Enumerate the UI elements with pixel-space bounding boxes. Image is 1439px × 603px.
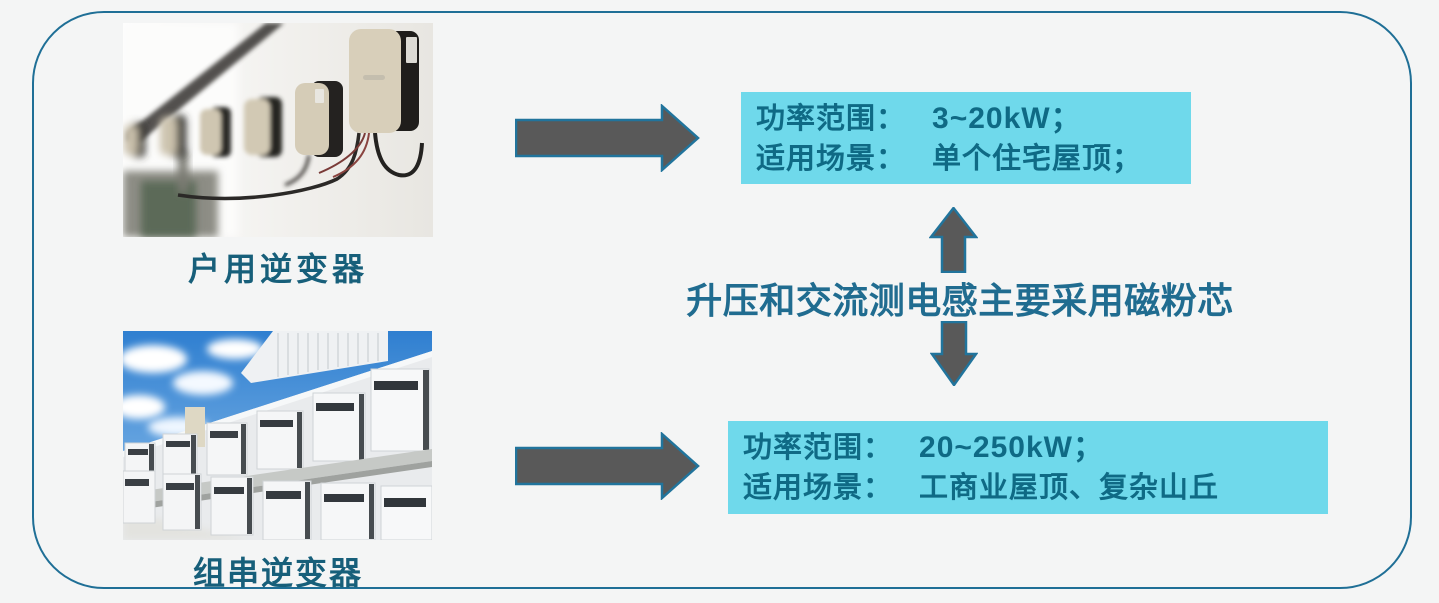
string-inverter-callout: 功率范围： 20~250kW； 适用场景： 工商业屋顶、复杂山丘 [728, 421, 1328, 514]
center-note: 升压和交流测电感主要采用磁粉芯 [686, 281, 1234, 321]
scenario-value: 单个住宅屋顶； [932, 143, 1143, 175]
power-range-line: 功率范围： 3~20kW； [756, 99, 1191, 139]
string-inverter-caption: 组串逆变器 [192, 555, 363, 591]
power-range-line: 功率范围： 20~250kW； [743, 428, 1328, 468]
scenario-line: 适用场景： 单个住宅屋顶； [756, 139, 1191, 179]
power-range-label: 功率范围： [743, 432, 894, 464]
right-arrow-icon [515, 432, 700, 500]
household-inverters-photo [123, 23, 433, 237]
power-range-value: 20~250kW； [919, 431, 1104, 464]
power-range-label: 功率范围： [756, 103, 907, 135]
right-arrow-icon [515, 104, 700, 172]
up-arrow-icon [929, 207, 978, 273]
scenario-value: 工商业屋顶、复杂山丘 [919, 472, 1220, 504]
down-arrow-icon [930, 321, 978, 386]
household-caption: 户用逆变器 [187, 251, 368, 287]
scenario-label: 适用场景： [743, 472, 894, 504]
scenario-line: 适用场景： 工商业屋顶、复杂山丘 [743, 468, 1328, 508]
string-inverters-photo [123, 331, 432, 540]
household-callout: 功率范围： 3~20kW； 适用场景： 单个住宅屋顶； [741, 92, 1191, 184]
panel-border [32, 11, 1412, 589]
scenario-label: 适用场景： [756, 143, 907, 175]
power-range-value: 3~20kW； [932, 102, 1082, 135]
